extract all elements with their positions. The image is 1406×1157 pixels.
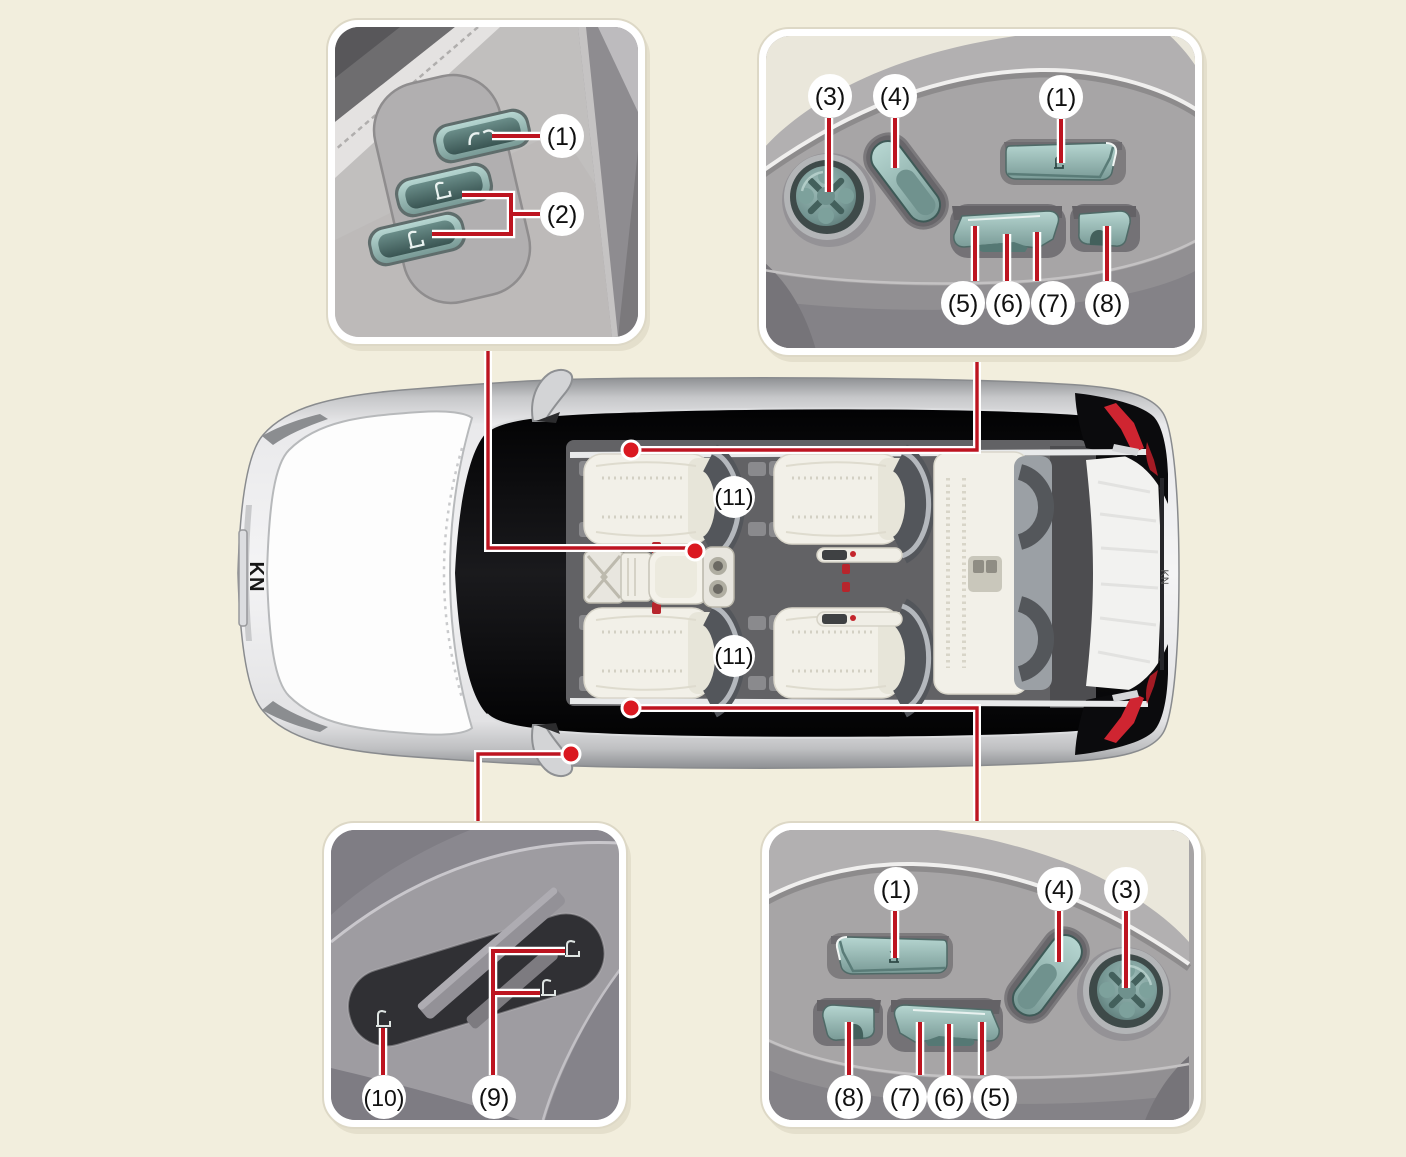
svg-text:(8): (8)	[1092, 290, 1123, 318]
svg-text:(7): (7)	[1038, 290, 1069, 318]
svg-text:(3): (3)	[1111, 876, 1142, 904]
svg-text:(7): (7)	[890, 1084, 921, 1112]
svg-text:(6): (6)	[934, 1084, 965, 1112]
svg-text:(9): (9)	[479, 1084, 510, 1112]
svg-text:KN: KN	[245, 562, 267, 593]
svg-text:(11): (11)	[714, 484, 753, 510]
svg-text:(1): (1)	[881, 876, 912, 904]
svg-text:(4): (4)	[1044, 876, 1075, 904]
svg-text:(11): (11)	[714, 643, 753, 669]
svg-text:(6): (6)	[993, 290, 1024, 318]
svg-text:(2): (2)	[547, 201, 578, 229]
svg-text:(1): (1)	[547, 123, 578, 151]
svg-text:(10): (10)	[364, 1085, 405, 1111]
svg-text:(1): (1)	[1046, 84, 1077, 112]
svg-text:(5): (5)	[948, 290, 979, 318]
svg-text:(4): (4)	[880, 83, 911, 111]
svg-text:(8): (8)	[834, 1084, 865, 1112]
svg-text:(5): (5)	[980, 1084, 1011, 1112]
svg-text:KN: KN	[1158, 569, 1170, 584]
svg-text:(3): (3)	[815, 83, 846, 111]
